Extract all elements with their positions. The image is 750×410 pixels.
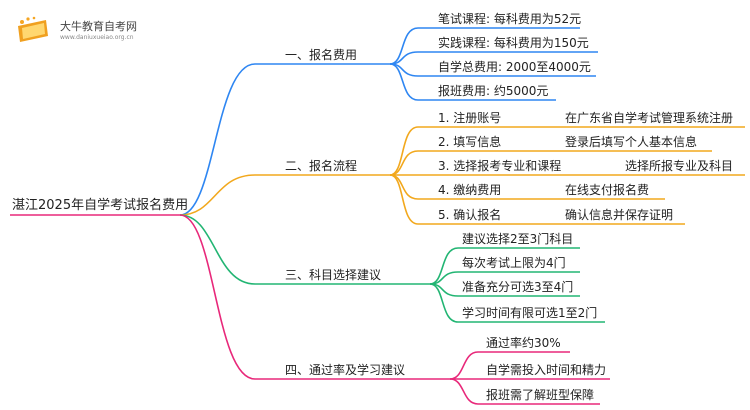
site-logo[interactable]: 大牛教育自考网 www.daniuxueiao.org.cn: [8, 12, 158, 46]
b1-leaf-3: 自学总费用: 2000至4000元: [438, 60, 591, 74]
b2-step-5: 5. 确认报名: [438, 208, 502, 222]
connector-b1-leaf-1: [389, 27, 419, 65]
b2-step-3-detail: 选择所报专业及科目: [625, 159, 734, 173]
b1-leaf-2: 实践课程: 每科费用为150元: [438, 36, 589, 50]
branch-2-title: 二、报名流程: [285, 159, 358, 173]
connector-branch-4: [179, 214, 256, 380]
connector-b2-leaf-4: [389, 174, 419, 200]
connector-branch-1: [179, 63, 256, 216]
b2-step-5-detail: 确认信息并保存证明: [565, 208, 674, 222]
branch-3-title: 三、科目选择建议: [285, 268, 382, 282]
b4-leaf-2: 自学需投入时间和精力: [486, 363, 607, 377]
branch-1-title: 一、报名费用: [285, 48, 358, 62]
branch-4-title: 四、通过率及学习建议: [285, 363, 406, 377]
b4-leaf-3: 报班需了解班型保障: [486, 388, 595, 402]
connector-b2-leaf-2: [389, 150, 419, 176]
b1-leaf-1: 笔试课程: 每科费用为52元: [438, 12, 582, 26]
book-logo-icon: [18, 16, 48, 42]
root-topic: 湛江2025年自学考试报名费用: [12, 198, 189, 213]
b3-leaf-2: 每次考试上限为4门: [462, 256, 566, 270]
b3-leaf-1: 建议选择2至3门科目: [462, 232, 574, 246]
b2-step-4: 4. 缴纳费用: [438, 183, 502, 197]
connector-b3-leaf-1: [429, 247, 459, 285]
b2-step-2: 2. 填写信息: [438, 135, 502, 149]
logo-url: www.daniuxueiao.org.cn: [60, 34, 134, 41]
logo-name: 大牛教育自考网: [60, 20, 137, 33]
b2-step-3: 3. 选择报考专业和课程: [438, 159, 562, 173]
b3-leaf-3: 准备充分可选3至4门: [462, 280, 574, 294]
connector-branch-2: [179, 174, 256, 216]
b4-leaf-1: 通过率约30%: [486, 336, 561, 350]
connector-branch-3: [179, 214, 256, 285]
b3-leaf-4: 学习时间有限可选1至2门: [462, 306, 598, 320]
connector-b4-leaf-3: [449, 378, 479, 405]
b1-leaf-4: 报班费用: 约5000元: [438, 84, 549, 98]
connector-b3-leaf-4: [429, 283, 459, 323]
b2-step-2-detail: 登录后填写个人基本信息: [565, 135, 698, 149]
b2-step-4-detail: 在线支付报名费: [565, 183, 650, 197]
b2-step-1: 1. 注册账号: [438, 111, 502, 125]
b2-step-1-detail: 在广东省自学考试管理系统注册: [565, 111, 734, 125]
connector-b4-leaf-1: [449, 351, 479, 380]
connector-b1-leaf-4: [389, 63, 419, 101]
connector-b2-leaf-5: [389, 174, 419, 225]
